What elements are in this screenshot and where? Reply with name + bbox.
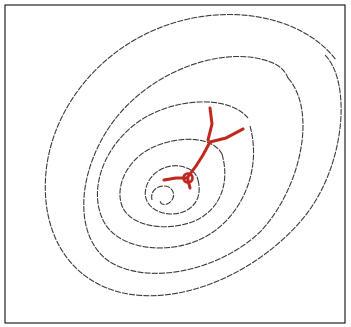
contour-ring-2 bbox=[120, 139, 225, 226]
contour-ring-outer bbox=[45, 15, 341, 296]
contour-spiral-center bbox=[152, 186, 174, 205]
path-branch-left bbox=[208, 108, 212, 140]
path-main-stem bbox=[187, 142, 210, 178]
descent-path bbox=[164, 108, 243, 188]
path-branch-right bbox=[210, 129, 243, 142]
frame-border bbox=[5, 5, 345, 323]
contour-lines bbox=[45, 15, 341, 296]
contour-ring-4 bbox=[84, 56, 303, 273]
